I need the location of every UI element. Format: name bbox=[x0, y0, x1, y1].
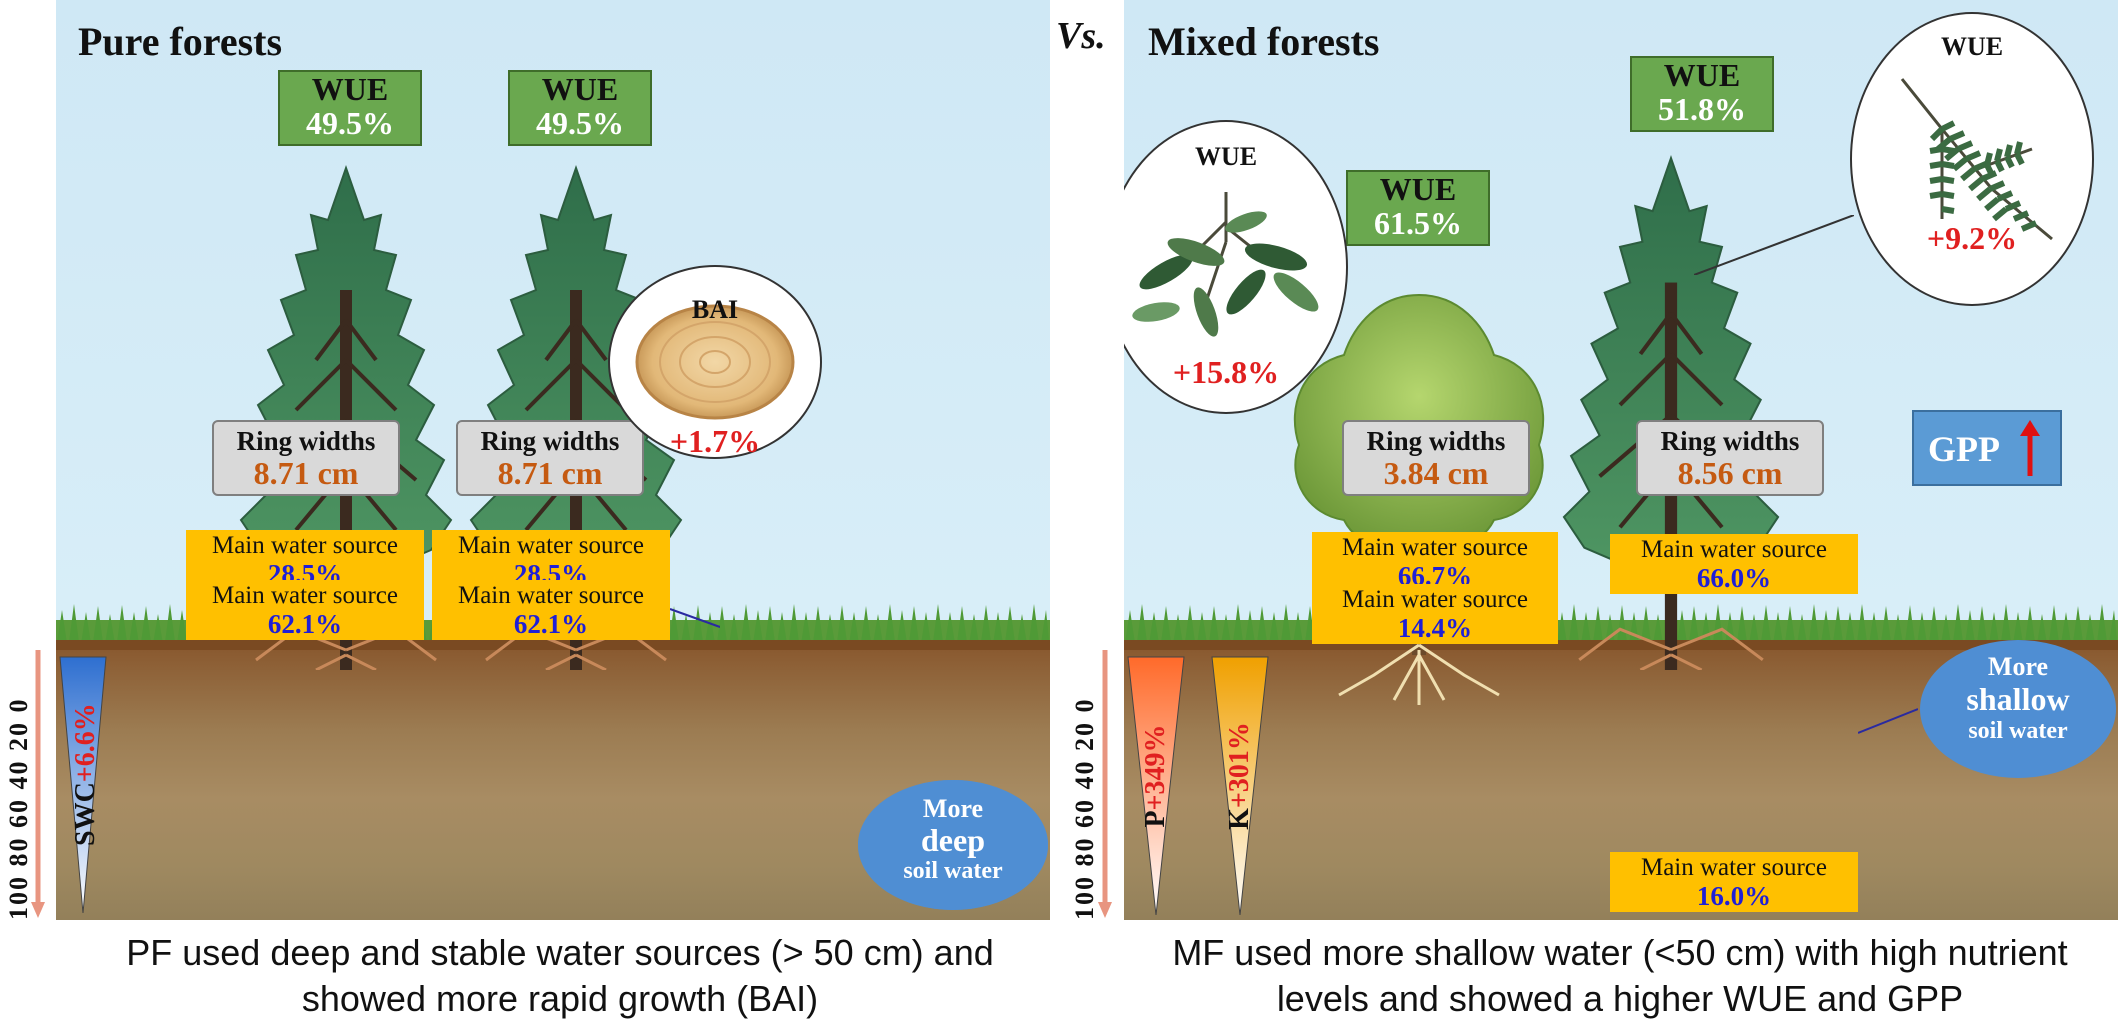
olive-leaf-branch-icon bbox=[1132, 192, 1319, 337]
ring-widths-value: 8.56 cm bbox=[1677, 455, 1783, 491]
deep-soil-water-callout: More deep soil water bbox=[858, 780, 1048, 910]
right-caption: MF used more shallow water (<50 cm) with… bbox=[1172, 932, 2068, 1019]
ring-widths-label: Ring widths bbox=[480, 426, 620, 456]
water-source-label: Main water source bbox=[211, 582, 399, 609]
ring-widths-label: Ring widths bbox=[236, 426, 376, 456]
water-source-label: Main water source bbox=[457, 582, 645, 609]
ring-widths-label: Ring widths bbox=[1660, 426, 1800, 456]
water-source-box: Main water source 66.0% bbox=[1610, 534, 1858, 594]
potassium-value: +301% bbox=[1224, 722, 1255, 809]
water-source-label: Main water source bbox=[457, 532, 645, 559]
wue-box: WUE 61.5% bbox=[1346, 170, 1490, 246]
water-source-label: Main water source bbox=[1341, 534, 1529, 561]
water-source-label: Main water source bbox=[1640, 854, 1828, 881]
bubble-line-1: More bbox=[1987, 652, 2049, 681]
tree-ring-cross-section-icon bbox=[635, 304, 795, 420]
broadleaf-leaf-label: WUE bbox=[1194, 142, 1258, 171]
swc-triangle-indicator bbox=[59, 656, 107, 914]
swc-label: SWC bbox=[70, 782, 101, 846]
wue-label: WUE bbox=[541, 71, 619, 107]
wue-label: WUE bbox=[311, 71, 389, 107]
panel-title: Mixed forests bbox=[1148, 19, 1380, 64]
wue-label: WUE bbox=[1379, 171, 1457, 207]
ring-widths-value: 3.84 cm bbox=[1383, 455, 1489, 491]
gpp-box: GPP bbox=[1912, 410, 2062, 486]
broadleaf-leaf-value: +15.8% bbox=[1172, 354, 1280, 390]
pure-forest-panel: Pure forests WUE 49.5% Ring widths 8.71 … bbox=[56, 0, 1050, 920]
phosphorus-label: P bbox=[1140, 810, 1171, 828]
wue-value: 49.5% bbox=[306, 105, 394, 141]
conifer-leaf-value: +9.2% bbox=[1926, 220, 2018, 256]
versus-label: Vs. bbox=[1056, 15, 1106, 57]
ring-widths-box: Ring widths 8.56 cm bbox=[1636, 420, 1824, 496]
potassium-triangle-indicator bbox=[1211, 656, 1269, 916]
bubble-line-3: soil water bbox=[1968, 718, 2068, 744]
water-source-label: Main water source bbox=[1341, 586, 1529, 613]
ring-widths-label: Ring widths bbox=[1366, 426, 1506, 456]
left-caption: PF used deep and stable water sources (>… bbox=[126, 932, 994, 1019]
water-source-value: 66.0% bbox=[1696, 563, 1772, 593]
bubble-line-1: More bbox=[922, 794, 984, 823]
water-source-value: 62.1% bbox=[267, 609, 343, 639]
bubble-line-2: shallow bbox=[1966, 681, 2070, 717]
conifer-leaf-label: WUE bbox=[1940, 32, 2004, 61]
potassium-indicator-text: K+301% bbox=[1224, 706, 1256, 846]
ring-widths-box: Ring widths 3.84 cm bbox=[1342, 420, 1530, 496]
bai-label: BAI bbox=[691, 295, 739, 324]
wue-label: WUE bbox=[1663, 57, 1741, 93]
wue-value: 51.8% bbox=[1658, 91, 1746, 127]
conifer-leaf-oval: WUE +9.2% bbox=[1850, 12, 2094, 306]
water-source-label: Main water source bbox=[211, 532, 399, 559]
bubble-line-2: deep bbox=[921, 822, 985, 858]
ring-widths-box: Ring widths 8.71 cm bbox=[212, 420, 400, 496]
wue-value: 61.5% bbox=[1374, 205, 1462, 241]
swc-value: +6.6% bbox=[70, 703, 101, 783]
connector-line bbox=[670, 608, 720, 628]
phosphorus-value: +349% bbox=[1140, 724, 1171, 811]
conifer-sprig-icon bbox=[1900, 78, 2053, 241]
wue-box: WUE 49.5% bbox=[508, 70, 652, 146]
swc-indicator-text: SWC+6.6% bbox=[70, 703, 102, 846]
mixed-forest-panel: Mixed forests WUE 61.5% Ring widths 3.84… bbox=[1124, 0, 2118, 920]
wue-box: WUE 51.8% bbox=[1630, 56, 1774, 132]
topsoil-band bbox=[56, 640, 1050, 652]
phosphorus-indicator-text: P+349% bbox=[1140, 706, 1172, 846]
water-source-value: 14.4% bbox=[1397, 613, 1473, 643]
panel-title: Pure forests bbox=[78, 19, 283, 64]
ring-widths-box: Ring widths 8.71 cm bbox=[456, 420, 644, 496]
bubble-line-3: soil water bbox=[903, 858, 1003, 884]
water-source-box: Main water source 66.7% bbox=[1312, 532, 1558, 592]
bai-value: +1.7% bbox=[669, 423, 761, 459]
bai-oval: BAI +1.7% bbox=[608, 265, 822, 459]
shallow-soil-water-callout: More shallow soil water bbox=[1920, 640, 2116, 778]
depth-arrow-icon bbox=[1098, 650, 1112, 918]
connector-line bbox=[1858, 708, 1918, 734]
potassium-label: K bbox=[1224, 808, 1255, 830]
ring-widths-value: 8.71 cm bbox=[497, 455, 603, 491]
gpp-label: GPP bbox=[1928, 429, 2000, 469]
water-source-box: Main water source 62.1% bbox=[432, 580, 670, 640]
water-source-box: Main water source 16.0% bbox=[1610, 852, 1858, 912]
wue-value: 49.5% bbox=[536, 105, 624, 141]
up-arrow-icon bbox=[2020, 420, 2040, 476]
broadleaf-leaf-oval: WUE +15.8% bbox=[1124, 120, 1348, 414]
ring-widths-value: 8.71 cm bbox=[253, 455, 359, 491]
water-source-value: 62.1% bbox=[513, 609, 589, 639]
water-source-box: Main water source 62.1% bbox=[186, 580, 424, 640]
water-source-label: Main water source bbox=[1640, 536, 1828, 563]
depth-arrow-icon bbox=[31, 650, 45, 918]
wue-box: WUE 49.5% bbox=[278, 70, 422, 146]
depth-axis-label: 100 80 60 40 20 0 bbox=[1070, 697, 1099, 921]
water-source-value: 16.0% bbox=[1696, 881, 1772, 911]
connector-line bbox=[1694, 215, 1854, 275]
water-source-box: Main water source 14.4% bbox=[1312, 584, 1558, 644]
phosphorus-triangle-indicator bbox=[1127, 656, 1185, 916]
